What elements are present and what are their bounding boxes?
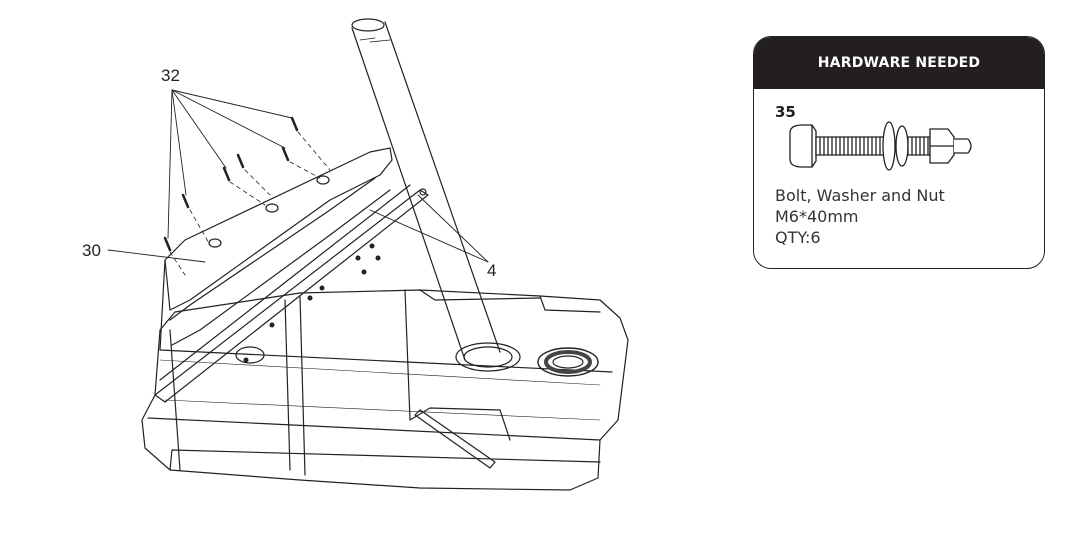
hardware-description-line1: Bolt, Washer and Nut	[775, 186, 945, 205]
callout-4: 4	[487, 261, 497, 280]
hardware-size: M6*40mm	[775, 207, 859, 226]
nuts	[243, 243, 381, 363]
bracket-30	[159, 147, 393, 364]
base-tank	[141, 289, 629, 491]
bolt-washer-nut-icon	[789, 121, 972, 171]
bolt-paths	[169, 131, 331, 276]
callout-30: 30	[82, 241, 101, 260]
hardware-part-number: 35	[775, 103, 796, 121]
bolts-32	[163, 116, 299, 252]
assembly-diagram	[107, 18, 629, 491]
pole	[351, 18, 521, 372]
callout-32: 32	[161, 66, 180, 85]
hardware-panel: HARDWARE NEEDED 35 Bolt, Washer and Nut …	[753, 36, 1045, 269]
hardware-quantity: QTY:6	[775, 228, 821, 247]
leader-lines	[107, 89, 489, 263]
hardware-header: HARDWARE NEEDED	[754, 37, 1044, 89]
support-arms-4	[154, 184, 496, 469]
fill-cap	[537, 347, 599, 377]
hardware-description: Bolt, Washer and Nut M6*40mm QTY:6	[775, 185, 945, 248]
